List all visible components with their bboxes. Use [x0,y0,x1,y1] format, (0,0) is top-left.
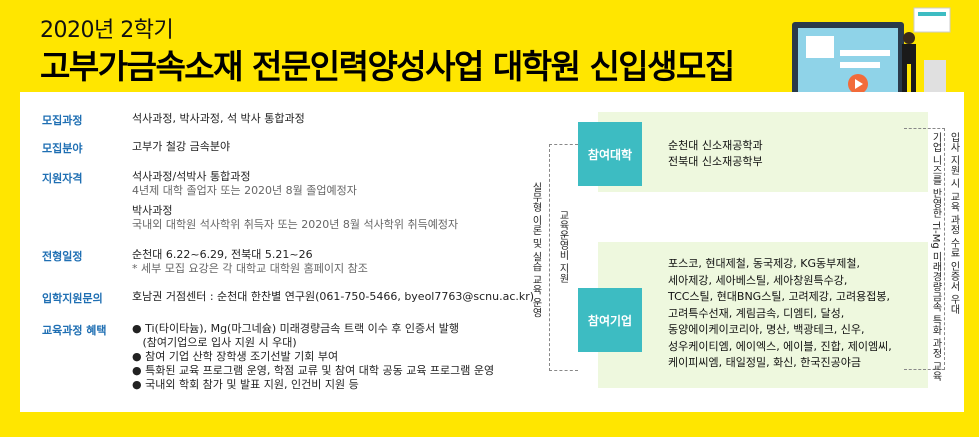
company-line: 성우케이티엠, 에이엑스, 에이블, 진합, 제이엠씨, [668,339,892,353]
inquiry-value: 호남권 거점센터 : 순천대 한찬별 연구원(061-750-5466, bye… [132,290,535,303]
schedule-label: 전형일정 [42,250,83,263]
university-label: 참여대학 [578,122,642,186]
company-line: TCC스틸, 현대BNG스틸, 고려제강, 고려용접봉, [668,290,891,303]
schedule-line2: * 세부 모집 요강은 각 대학교 대학원 홈페이지 참조 [132,262,368,275]
left-dashed-connector [549,144,578,371]
content-panel: 모집과정 석사과정, 박사과정, 석 박사 통합과정 모집분야 고부가 철강 금… [20,92,964,412]
qualification-line4: 국내외 대학원 석사학위 취득자 또는 2020년 8월 석사학위 취득예정자 [132,218,459,231]
course-value: 석사과정, 박사과정, 석 박사 통합과정 [132,112,305,125]
qualification-line3: 박사과정 [132,204,173,217]
qualification-line2: 4년제 대학 졸업자 또는 2020년 8월 졸업예정자 [132,184,357,197]
field-label: 모집분야 [42,142,83,155]
left-vertical-text: 실무형 이론 및 실습 교육 운영 [530,182,541,318]
benefit-item: (참여기업으로 입사 지원 시 우대) [132,336,297,349]
schedule-line1: 순천대 6.22~6.29, 전북대 5.21~26 [132,248,313,261]
right-vertical-text-2: 기업 니즈를 반영한 Ti-Mg 미래경량금속 특화 과정 교육 [930,132,941,382]
company-line: 동양에이케이코리아, 명산, 백광테크, 신우, [668,323,865,336]
benefit-item: ● 참여 기업 산학 장학생 조기선발 기회 부여 [132,350,339,363]
benefit-item: ● 특화된 교육 프로그램 운영, 학점 교류 및 참여 대학 공동 교육 프로… [132,364,495,377]
university-line: 전북대 신소재공학부 [668,155,763,168]
company-box: 포스코, 현대제철, 동국제강, KG동부제철, 세아제강, 세아베스틸, 세아… [598,242,928,388]
company-label: 참여기업 [578,288,642,352]
right-dashed-connector [904,128,945,370]
field-value: 고부가 철강 금속분야 [132,140,231,153]
university-line: 순천대 신소재공학과 [668,139,763,152]
benefit-item: ● Ti(타이타늄), Mg(마그네슘) 미래경량금속 트랙 이수 후 인증서 … [132,322,460,335]
qualification-line1: 석사과정/석박사 통합과정 [132,170,251,183]
company-line: 포스코, 현대제철, 동국제강, KG동부제철, [668,257,861,270]
university-box: 순천대 신소재공학과 전북대 신소재공학부 [598,112,928,192]
page-title: 고부가금속소재 전문인력양성사업 대학원 신입생모집 [40,47,735,86]
subtitle: 2020년 2학기 [40,18,174,43]
company-line: 케이피씨엠, 태일정밀, 화신, 한국진공야금 [668,356,862,369]
course-label: 모집과정 [42,114,83,127]
inner-vertical-text: 교육운영비 지원 [557,210,568,284]
right-vertical-text-1: 입사 지원 시 교육 과정 수료 인증서 우대 [948,132,959,315]
inquiry-label: 입학지원문의 [42,292,103,305]
benefit-item: ● 국내외 학회 참가 및 발표 지원, 인건비 지원 등 [132,378,359,391]
company-line: 세아제강, 세아베스틸, 세아창원특수강, [668,273,848,287]
company-line: 고려특수선재, 계림금속, 디엠티, 달성, [668,306,845,320]
benefits-label: 교육과정 혜택 [42,324,107,337]
qualification-label: 지원자격 [42,172,83,185]
